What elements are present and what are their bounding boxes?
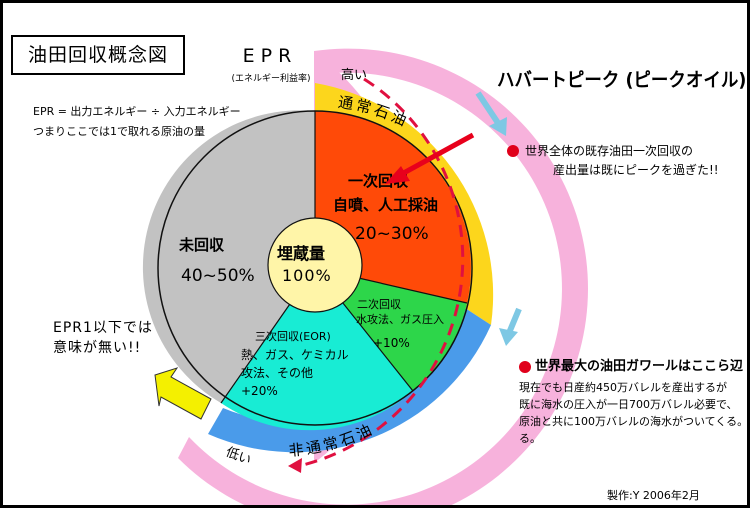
tertiary-recovery-title: 三次回収(EOR)	[255, 329, 331, 343]
tertiary-recovery-method1: 熱、ガス、ケミカル	[241, 348, 349, 362]
epr-dashed-arrow	[302, 77, 465, 467]
unrecovered-segment	[142, 110, 315, 404]
reserve-center-value: 100%	[282, 266, 332, 285]
unrecovered-share: 40~50%	[181, 266, 255, 286]
peak-oil-arrow	[385, 166, 410, 184]
tertiary-recovery-share: +20%	[241, 384, 278, 398]
secondary-recovery-share: +10%	[373, 336, 410, 350]
epr-definition-note: つまりここでは1で取れる原油の量	[33, 125, 205, 138]
reserve-center-circle	[267, 217, 363, 313]
peak-note-line2: 産出量は既にピークを過ぎた!!	[553, 163, 719, 177]
unrecovered-title: 未回収	[178, 236, 225, 254]
primary-recovery-share: 20~30%	[355, 224, 429, 244]
credit-line: 製作:Y 2006年2月	[607, 489, 700, 502]
epr-yellow-arrow	[154, 367, 212, 420]
tertiary-recovery-method2: 攻法、その他	[241, 366, 313, 380]
epr-title: EPR	[242, 45, 298, 67]
epr-definition: EPR = 出力エネルギー ÷ 入力エネルギー	[33, 105, 241, 118]
scale-low-label: 低い	[224, 445, 254, 469]
secondary-recovery-title: 二次回収	[357, 297, 401, 311]
secondary-recovery-segment	[315, 268, 467, 391]
ghawar-bullet-icon	[519, 361, 531, 373]
reserve-center-title: 埋蔵量	[277, 244, 325, 263]
ghawar-title: 世界最大の油田ガワールはここら辺	[535, 359, 744, 374]
tertiary-recovery-segment	[221, 268, 413, 431]
epr-threshold-note-2: 意味が無い!!	[53, 340, 142, 356]
page-title: 油田回収概念図	[11, 35, 185, 75]
primary-recovery-method: 自噴、人工採油	[333, 196, 438, 214]
ghawar-cyan-arrow	[499, 307, 522, 346]
recovery-diagram: 通常石油 非通常石油 高い 低い 一次回収 自噴、人工採油 20~30% 二次回…	[142, 48, 588, 505]
conventional-band	[315, 83, 494, 325]
epr-subtitle: (エネルギー利益率)	[231, 74, 311, 84]
ghawar-desc-line3: 原油と共に100万バレルの海水がついてくる。	[519, 415, 749, 428]
peak-cyan-arrow	[475, 91, 507, 136]
hubbert-peak-title: ハバートピーク (ピークオイル)	[497, 69, 747, 91]
epr-arrow-head	[288, 458, 302, 473]
ghawar-desc-line1: 現在でも日産約450万バレルを産出するが	[519, 381, 727, 394]
peak-note-line1: 世界全体の既存油田一次回収の	[525, 144, 694, 158]
ghawar-desc-line4: る。	[519, 432, 541, 445]
scale-high-label: 高い	[341, 67, 367, 83]
secondary-recovery-method: 水攻法、ガス圧入	[356, 312, 444, 326]
epr-threshold-note: EPR1以下では	[53, 320, 153, 336]
peak-bullet-icon	[507, 145, 519, 157]
ghawar-desc-line2: 既に海水の圧入が一日700万バレル必要で、	[519, 398, 738, 411]
